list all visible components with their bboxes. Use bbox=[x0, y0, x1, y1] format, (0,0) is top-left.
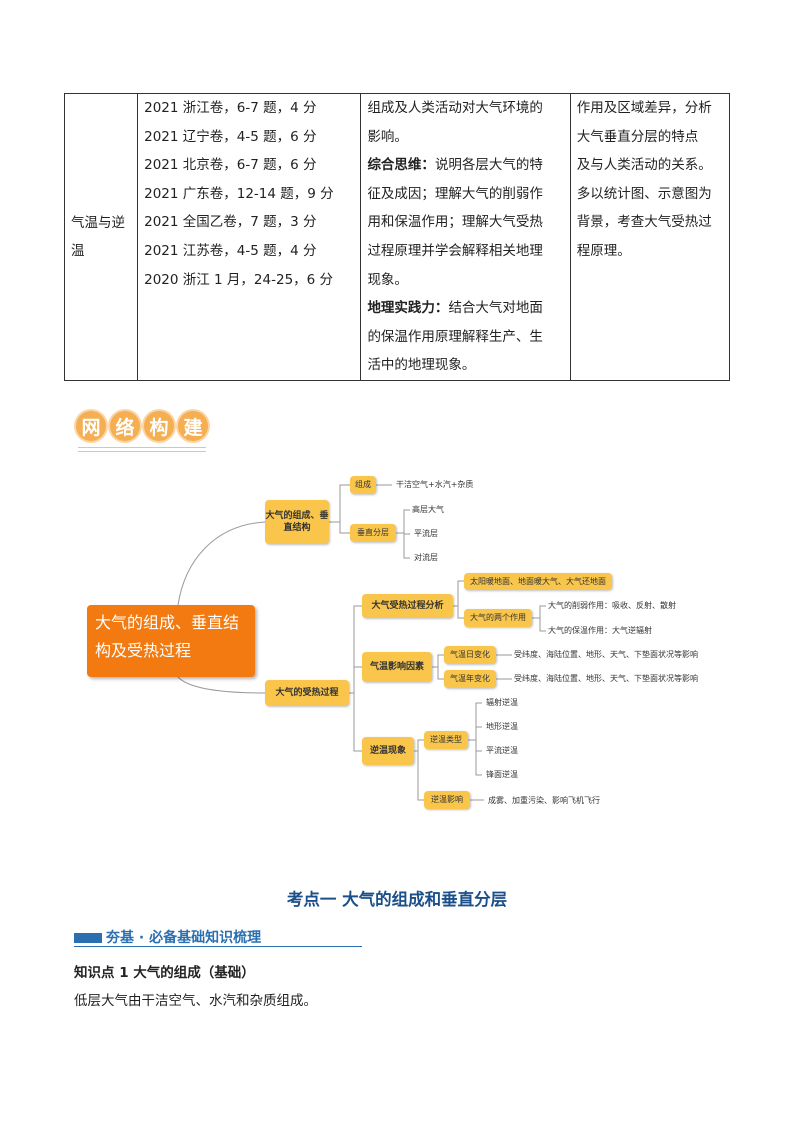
heading-char: 网 bbox=[76, 411, 106, 441]
topic-cell: 气温与逆温 bbox=[63, 93, 139, 381]
section-title: 考点一 大气的组成和垂直分层 bbox=[286, 890, 508, 909]
analysis-cell: 作用及区域差异，分析 大气垂直分层的特点 及与人类活动的关系。 多以统计图、示意… bbox=[569, 93, 731, 381]
analysis-line: 及与人类活动的关系。 bbox=[576, 157, 712, 174]
leaf-layer: 平流层 bbox=[414, 529, 438, 538]
leaf-warming-effect: 大气的保温作用：大气逆辐射 bbox=[548, 626, 652, 635]
node-inversion-types: 逆温类型 bbox=[424, 731, 468, 749]
exam-item: 2020 浙江 1 月，24-25，6 分 bbox=[144, 271, 334, 288]
leaf-heating-sequence: 太阳暖地面、地面暖大气、大气还地面 bbox=[464, 573, 612, 590]
exam-item: 2021 江苏卷，4-5 题，4 分 bbox=[144, 242, 317, 259]
mindmap-root: 大气的组成、垂直结构及受热过程 bbox=[87, 605, 255, 677]
req-line: 用和保温作用；理解大气受热 bbox=[367, 214, 543, 231]
exam-items-cell: 2021 浙江卷，6-7 题，4 分 2021 辽宁卷，4-5 题，6 分 20… bbox=[137, 93, 362, 381]
exam-item: 2021 全国乙卷，7 题，3 分 bbox=[144, 214, 317, 231]
leaf-daily-factors: 受纬度、海陆位置、地形、天气、下垫面状况等影响 bbox=[514, 650, 698, 659]
body-paragraph: 低层大气由干洁空气、水汽和杂质组成。 bbox=[74, 993, 317, 1009]
leaf-inversion-effects: 成雾、加重污染、影响飞机飞行 bbox=[488, 796, 600, 805]
leaf-layer: 高层大气 bbox=[412, 505, 444, 514]
analysis-line: 作用及区域差异，分析 bbox=[576, 100, 712, 116]
node-inversion: 逆温现象 bbox=[362, 737, 414, 765]
node-heating-process: 大气的受热过程 bbox=[265, 680, 349, 706]
req-line: 组成及人类活动对大气环境的 bbox=[367, 100, 543, 116]
leaf-composition: 干洁空气+水汽+杂质 bbox=[396, 480, 474, 489]
thinking-text: 说明各层大气的特 bbox=[434, 157, 543, 174]
req-line: 的保温作用原理解释生产、生 bbox=[367, 328, 543, 345]
heading-char: 络 bbox=[110, 411, 140, 441]
req-line: 综合思维：说明各层大气的特 bbox=[367, 151, 563, 180]
leaf-inversion-type: 平流逆温 bbox=[486, 746, 518, 755]
analysis-line: 背景，考查大气受热过 bbox=[576, 214, 712, 231]
heading-char: 建 bbox=[178, 411, 208, 441]
req-line: 地理实践力：结合大气对地面 bbox=[367, 294, 563, 323]
node-daily-variation: 气温日变化 bbox=[444, 646, 496, 664]
node-temp-factors: 气温影响因素 bbox=[362, 652, 432, 682]
exam-table: 气温与逆温 2021 浙江卷，6-7 题，4 分 2021 辽宁卷，4-5 题，… bbox=[63, 93, 731, 381]
subheading-bar bbox=[74, 933, 102, 943]
leaf-inversion-type: 地形逆温 bbox=[486, 722, 518, 731]
node-composition: 组成 bbox=[350, 476, 376, 494]
node-composition-structure: 大气的组成、垂直结构 bbox=[265, 500, 329, 544]
leaf-annual-factors: 受纬度、海陆位置、地形、天气、下垫面状况等影响 bbox=[514, 674, 698, 683]
topic-text: 气温与逆温 bbox=[71, 214, 125, 259]
network-heading: 网 络 构 建 bbox=[76, 411, 212, 441]
exam-item: 2021 广东卷，12-14 题，9 分 bbox=[144, 185, 334, 202]
thinking-label: 综合思维： bbox=[367, 157, 435, 174]
practice-label: 地理实践力： bbox=[367, 300, 449, 317]
req-line: 现象。 bbox=[367, 271, 408, 288]
node-vertical-layers: 垂直分层 bbox=[350, 524, 396, 542]
leaf-inversion-type: 辐射逆温 bbox=[486, 698, 518, 707]
heading-underline bbox=[78, 447, 206, 452]
heading-char: 构 bbox=[144, 411, 174, 441]
analysis-line: 多以统计图、示意图为 bbox=[576, 185, 712, 202]
req-line: 过程原理并学会解释相关地理 bbox=[367, 242, 543, 259]
analysis-line: 程原理。 bbox=[576, 242, 631, 259]
leaf-layer: 对流层 bbox=[414, 553, 438, 562]
node-annual-variation: 气温年变化 bbox=[444, 670, 496, 688]
exam-item: 2021 北京卷，6-7 题，6 分 bbox=[144, 157, 317, 174]
exam-item: 2021 辽宁卷，4-5 题，6 分 bbox=[144, 128, 317, 145]
exam-item: 2021 浙江卷，6-7 题，4 分 bbox=[144, 100, 317, 116]
leaf-inversion-type: 锋面逆温 bbox=[486, 770, 518, 779]
practice-text: 结合大气对地面 bbox=[448, 300, 543, 317]
node-two-effects: 大气的两个作用 bbox=[464, 609, 532, 627]
node-heating-analysis: 大气受热过程分析 bbox=[362, 594, 453, 618]
knowledge-point-heading: 知识点 1 大气的组成（基础） bbox=[74, 965, 255, 981]
node-inversion-effects: 逆温影响 bbox=[424, 791, 470, 809]
subheading-title: 夯基 · 必备基础知识梳理 bbox=[106, 930, 262, 946]
req-line: 影响。 bbox=[367, 128, 408, 145]
analysis-line: 大气垂直分层的特点 bbox=[576, 128, 699, 145]
requirements-cell: 组成及人类活动对大气环境的 影响。 综合思维：说明各层大气的特 征及成因；理解大… bbox=[360, 93, 571, 381]
subheading-underline bbox=[74, 946, 362, 947]
req-line: 征及成因；理解大气的削弱作 bbox=[367, 185, 543, 202]
req-line: 活中的地理现象。 bbox=[367, 357, 476, 374]
leaf-weakening-effect: 大气的削弱作用：吸收、反射、散射 bbox=[548, 601, 676, 610]
